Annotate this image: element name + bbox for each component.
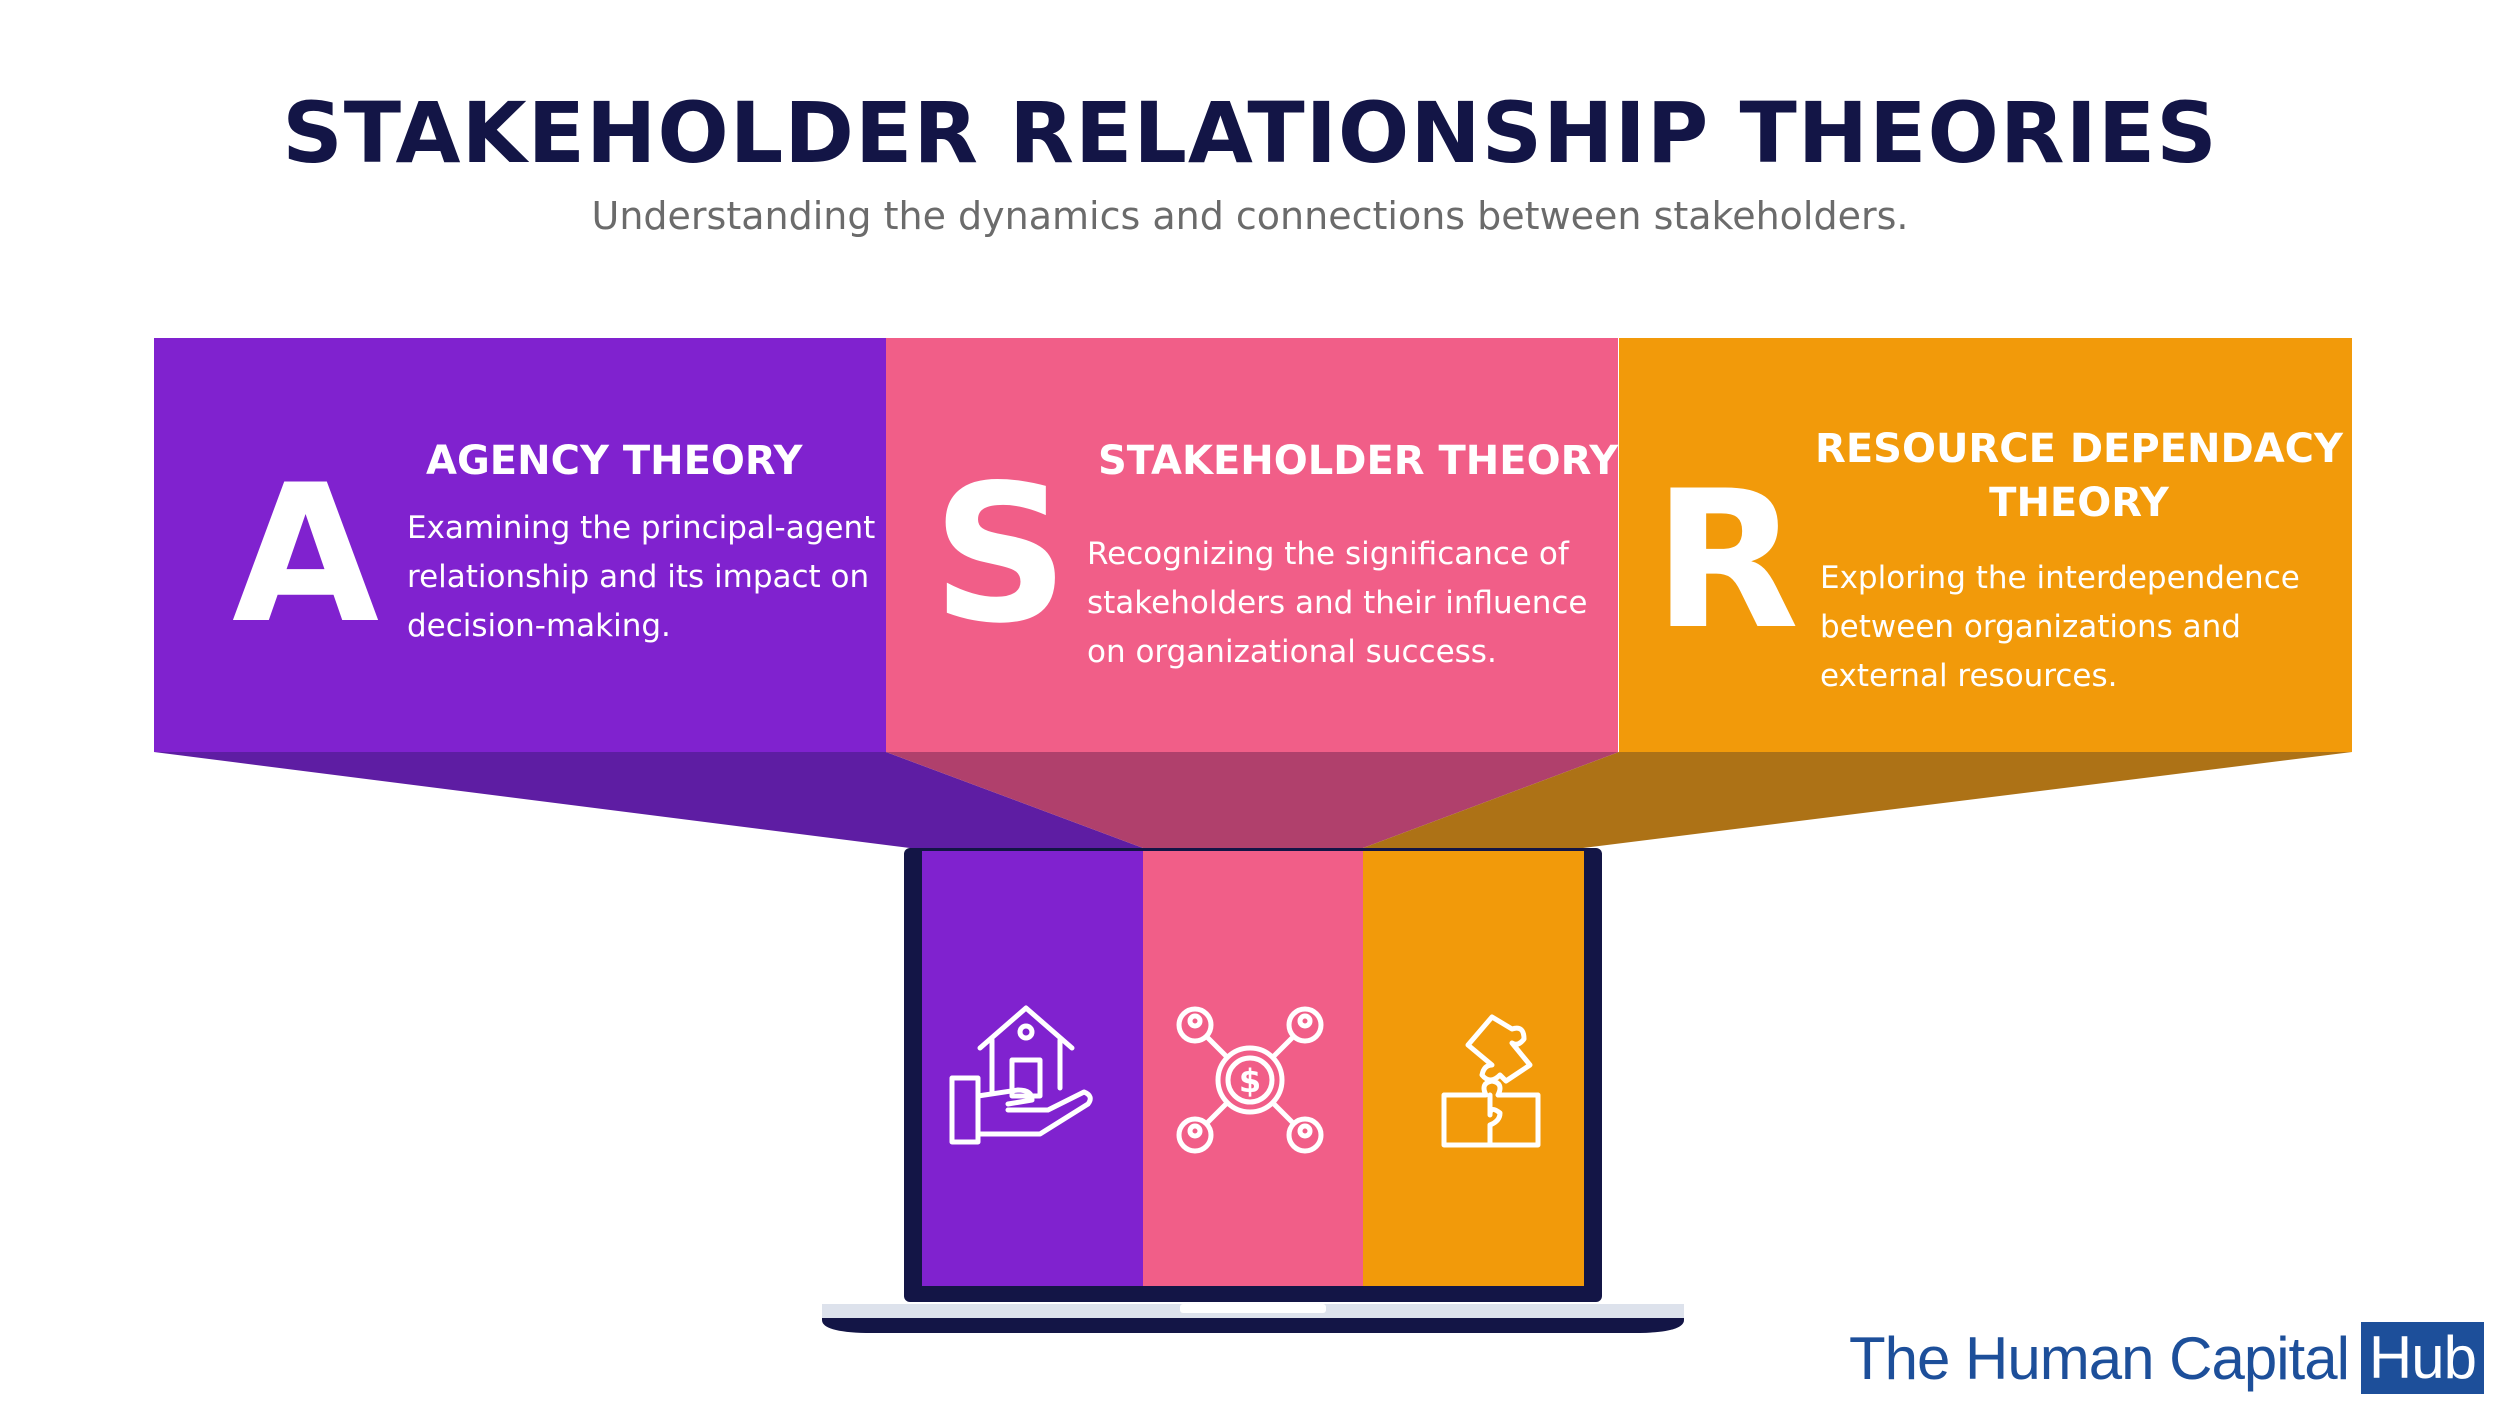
brand-logo: The Human Capital Hub <box>1849 1322 2484 1394</box>
screen-column-stakeholder <box>1143 851 1363 1286</box>
laptop-notch <box>1180 1304 1326 1313</box>
house-in-hand-icon <box>949 1005 1093 1145</box>
screen-column-resource <box>1363 851 1584 1286</box>
panel-letter: S <box>932 444 1069 665</box>
funnel-segment-resource <box>1363 752 2352 848</box>
panel-description: Exploring the interdependence between or… <box>1820 560 2300 694</box>
funnel-segment-stakeholder <box>886 752 1619 848</box>
page-subtitle: Understanding the dynamics and connectio… <box>591 194 1909 238</box>
resource-dependency-theory-panel: R RESOURCE DEPENDACY THEORY Exploring th… <box>1619 338 2352 752</box>
stakeholder-network-icon: $ <box>1176 1006 1324 1154</box>
page-title: STAKEHOLDER RELATIONSHIP THEORIES <box>282 84 2218 182</box>
panel-heading: RESOURCE DEPENDACY THEORY <box>1815 426 2343 526</box>
brand-name: The Human Capital <box>1849 1324 2350 1392</box>
brand-badge: Hub <box>2360 1322 2484 1394</box>
panel-letter: A <box>232 444 380 665</box>
funnel-segment-agency <box>154 752 1143 848</box>
panel-heading: STAKEHOLDER THEORY <box>1098 438 1618 484</box>
panel-description: Examining the principal-agent relationsh… <box>407 510 876 644</box>
screen-column-agency <box>922 851 1143 1286</box>
panel-letter: R <box>1653 450 1800 671</box>
panel-description: Recognizing the significance of stakehol… <box>1087 536 1588 670</box>
stakeholder-theory-panel: S STAKEHOLDER THEORY Recognizing the sig… <box>886 338 1618 752</box>
panel-heading: AGENCY THEORY <box>426 438 803 484</box>
agency-theory-panel: A AGENCY THEORY Examining the principal-… <box>154 338 886 752</box>
puzzle-pieces-icon <box>1441 1014 1541 1148</box>
svg-text:$: $ <box>1239 1062 1261 1100</box>
